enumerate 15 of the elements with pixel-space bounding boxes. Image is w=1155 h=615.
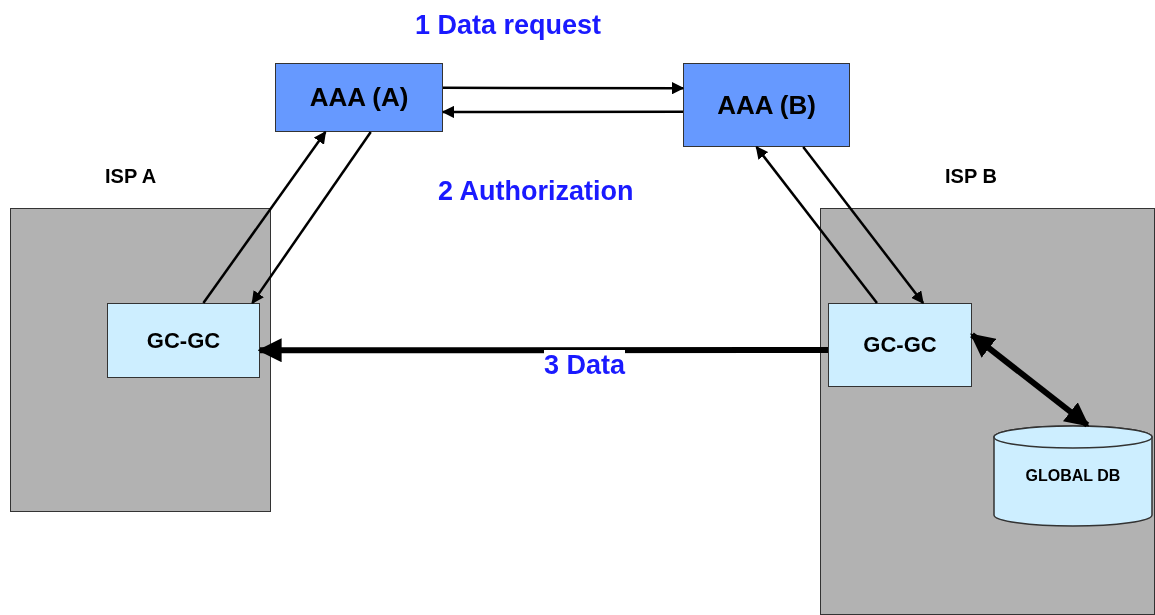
server-box: AAA (B) (683, 63, 850, 147)
gateway-box: GC-GC (107, 303, 260, 378)
server-box: AAA (A) (275, 63, 443, 132)
area-heading: ISP A (105, 165, 157, 188)
arrow (257, 338, 828, 363)
database-label: GLOBAL DB (1024, 466, 1122, 486)
arrow (755, 146, 878, 304)
area-heading: ISP B (945, 165, 997, 188)
arrow (441, 105, 683, 119)
arrow (802, 146, 925, 304)
gateway-box: GC-GC (828, 303, 972, 387)
arrow (443, 81, 685, 95)
arrow (251, 131, 372, 305)
arrow (970, 332, 1090, 428)
arrow (202, 131, 327, 304)
